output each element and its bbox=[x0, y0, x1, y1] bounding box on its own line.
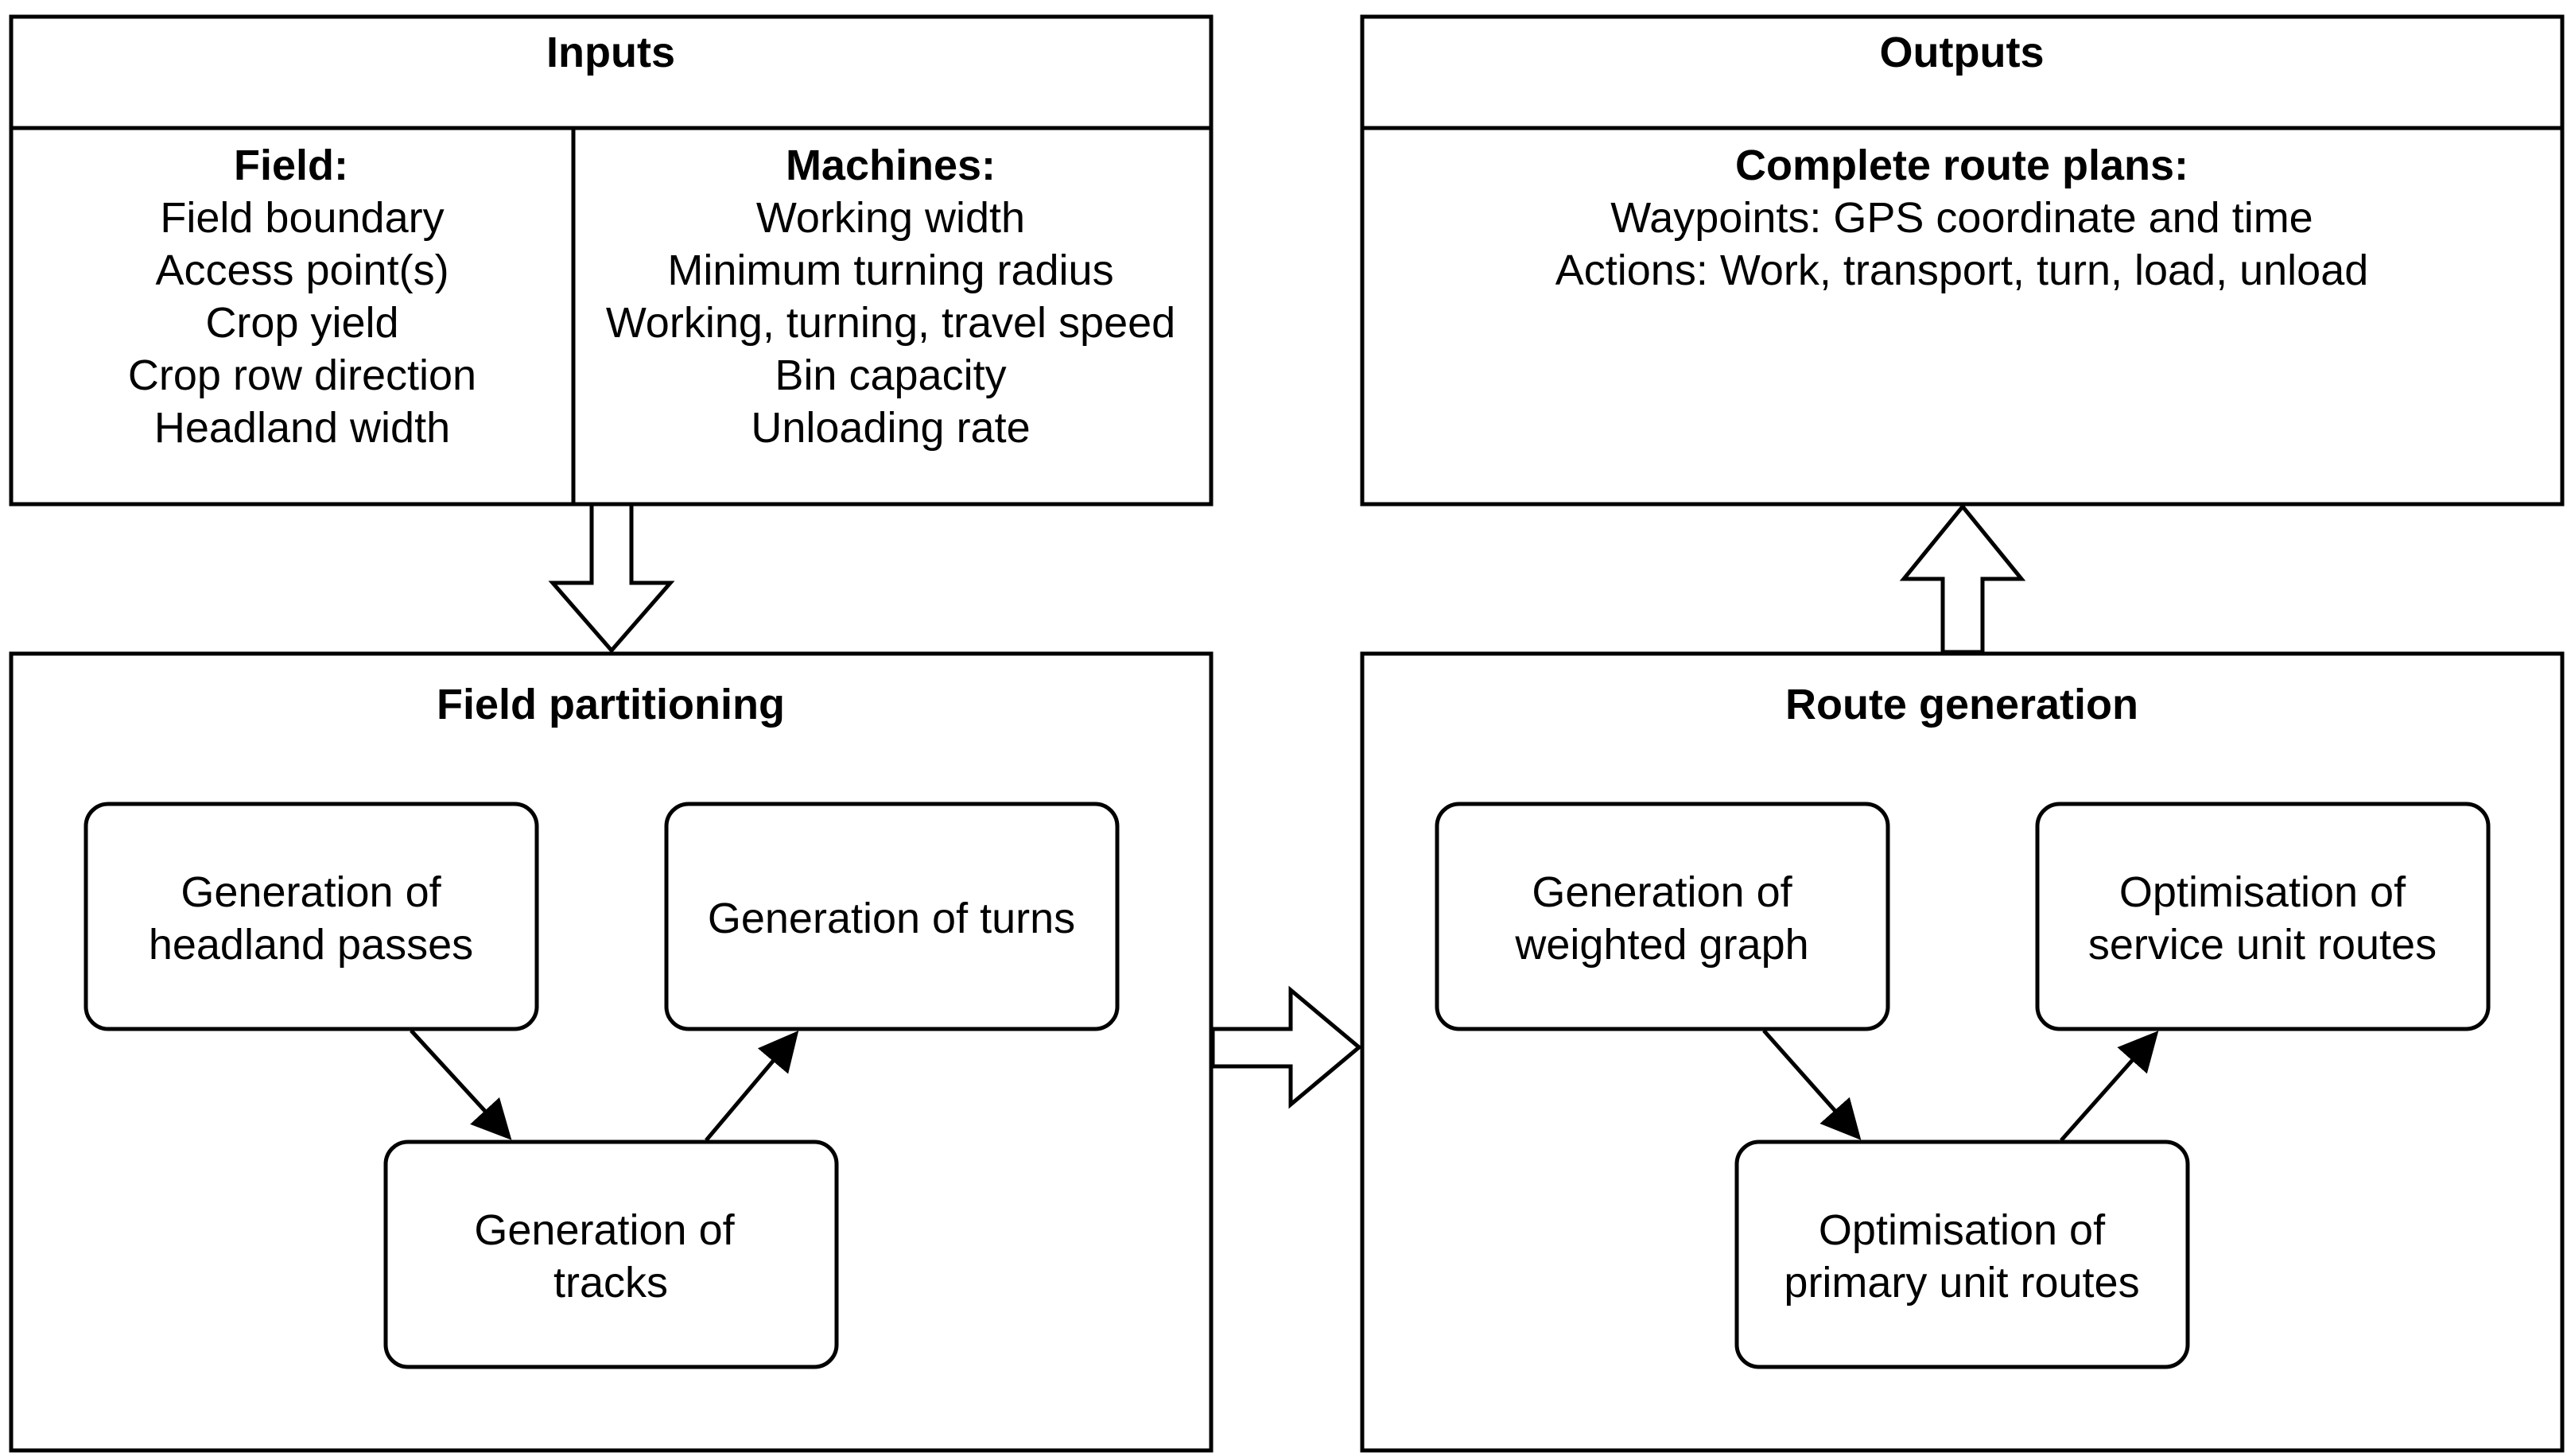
headland-passes-label: Generation of bbox=[181, 868, 441, 916]
outputs-title: Outputs bbox=[1880, 29, 2045, 76]
weighted-graph-box: Generation of weighted graph bbox=[1435, 802, 1890, 1031]
field-partitioning-panel: Field partitioning Generation of headlan… bbox=[9, 651, 1214, 1453]
field-partitioning-title: Field partitioning bbox=[437, 681, 785, 728]
weighted-graph-label: Generation of bbox=[1532, 868, 1792, 916]
machines-heading: Machines: bbox=[786, 142, 996, 189]
primary-unit-routes-label: Optimisation of bbox=[1819, 1206, 2106, 1254]
turns-box: Generation of turns bbox=[664, 802, 1120, 1031]
weighted-graph-label: weighted graph bbox=[1514, 921, 1808, 969]
field-item: Field boundary bbox=[160, 194, 444, 242]
service-unit-routes-label: Optimisation of bbox=[2119, 868, 2406, 916]
arrow-route-to-outputs bbox=[1899, 503, 2026, 654]
outputs-panel: Outputs Complete route plans: Waypoints:… bbox=[1360, 14, 2565, 507]
service-unit-routes-box: Optimisation of service unit routes bbox=[2035, 802, 2491, 1031]
field-heading: Field: bbox=[234, 142, 348, 189]
field-item: Access point(s) bbox=[155, 247, 449, 294]
field-item: Crop yield bbox=[205, 299, 398, 347]
arrow-primary-to-service bbox=[2060, 1031, 2159, 1142]
primary-unit-routes-label: primary unit routes bbox=[1784, 1259, 2139, 1307]
outputs-heading: Complete route plans: bbox=[1735, 142, 2188, 189]
inputs-title: Inputs bbox=[546, 29, 675, 76]
tracks-label: tracks bbox=[553, 1259, 668, 1307]
tracks-label: Generation of bbox=[474, 1206, 735, 1254]
service-unit-routes-label: service unit routes bbox=[2088, 921, 2437, 969]
primary-unit-routes-box: Optimisation of primary unit routes bbox=[1734, 1140, 2190, 1369]
machines-item: Unloading rate bbox=[751, 404, 1030, 452]
arrow-graph-to-primary bbox=[1762, 1029, 1862, 1140]
outputs-item: Waypoints: GPS coordinate and time bbox=[1610, 194, 2313, 242]
machines-item: Working, turning, travel speed bbox=[606, 299, 1175, 347]
machines-item: Working width bbox=[756, 194, 1025, 242]
tracks-box: Generation of tracks bbox=[383, 1140, 839, 1369]
inputs-panel: Inputs Field: Field boundary Access poin… bbox=[9, 14, 1214, 507]
headland-passes-box: Generation of headland passes bbox=[83, 802, 539, 1031]
turns-label: Generation of turns bbox=[708, 895, 1075, 942]
machines-item: Bin capacity bbox=[775, 351, 1006, 399]
field-item: Headland width bbox=[154, 404, 450, 452]
route-generation-title: Route generation bbox=[1785, 681, 2138, 728]
arrow-inputs-to-partitioning bbox=[548, 502, 675, 654]
machines-item: Minimum turning radius bbox=[667, 247, 1113, 294]
field-item: Crop row direction bbox=[128, 351, 476, 399]
arrow-partitioning-to-route bbox=[1210, 985, 1362, 1109]
outputs-item: Actions: Work, transport, turn, load, un… bbox=[1555, 247, 2369, 294]
arrow-headland-to-tracks bbox=[410, 1029, 512, 1140]
route-generation-panel: Route generation Generation of weighted … bbox=[1360, 651, 2565, 1453]
headland-passes-label: headland passes bbox=[149, 921, 473, 969]
arrow-tracks-to-turns bbox=[705, 1031, 799, 1142]
